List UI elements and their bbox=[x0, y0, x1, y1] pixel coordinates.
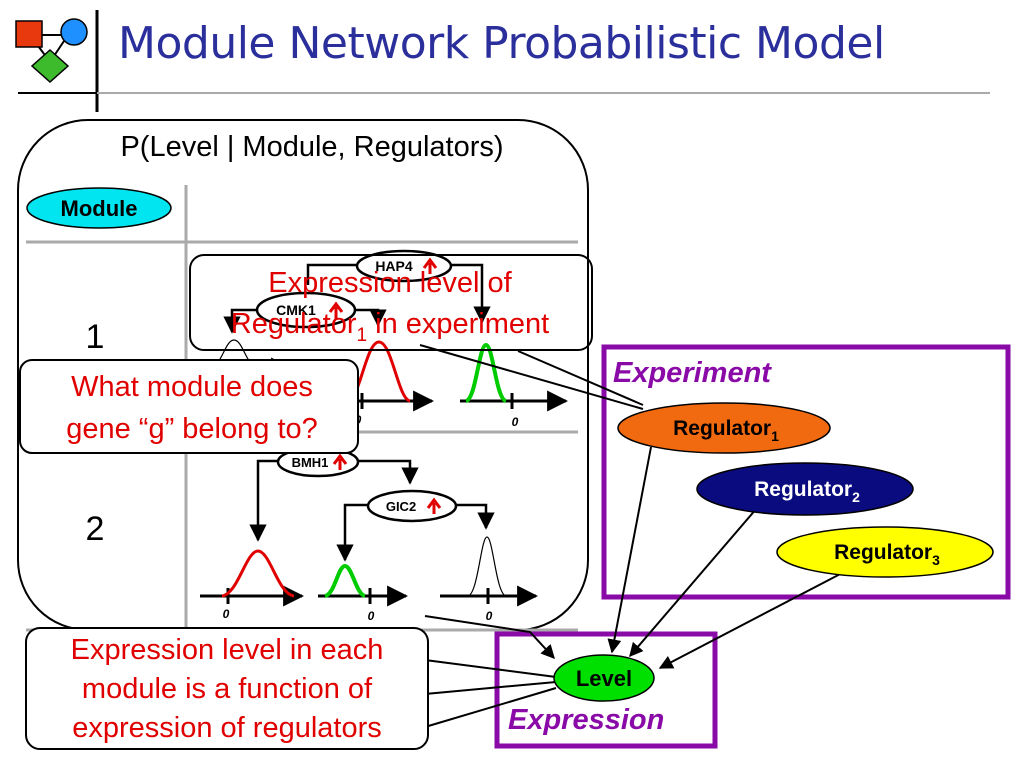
svg-text:expression of regulators: expression of regulators bbox=[72, 712, 382, 744]
gene-label-hap4: HAP4 bbox=[375, 258, 413, 274]
gene-node-bmh1: BMH1 bbox=[276, 446, 360, 478]
gene-node-hap4: HAP4 bbox=[355, 249, 453, 283]
title-rules bbox=[18, 10, 990, 112]
regulator-3-label: Regulator3 bbox=[834, 541, 940, 568]
svg-text:0: 0 bbox=[512, 415, 519, 429]
up-arrow-icon bbox=[422, 257, 438, 274]
module-row-1-label: 1 bbox=[86, 318, 105, 356]
module-header-label: Module bbox=[61, 196, 138, 221]
svg-text:0: 0 bbox=[223, 607, 230, 621]
up-arrow-icon bbox=[426, 497, 442, 514]
formula-label: P(Level | Module, Regulators) bbox=[120, 131, 503, 163]
logo-icon bbox=[15, 18, 88, 84]
svg-text:Expression level in each: Expression level in each bbox=[71, 634, 384, 666]
svg-text:What module does: What module does bbox=[71, 371, 313, 403]
regulator-3-node: Regulator3 bbox=[776, 526, 994, 578]
slide-title: Module Network Probabilistic Model bbox=[118, 18, 885, 69]
svg-text:Expression level of: Expression level of bbox=[268, 267, 512, 299]
edges-to-level bbox=[419, 344, 847, 728]
svg-text:0: 0 bbox=[368, 609, 375, 623]
expression-label: Expression bbox=[508, 704, 664, 736]
gene-label-cmk1: CMK1 bbox=[276, 302, 316, 318]
module-row-2-label: 2 bbox=[86, 510, 105, 548]
svg-text:0: 0 bbox=[486, 609, 493, 623]
svg-text:module is a function of: module is a function of bbox=[82, 673, 373, 705]
svg-text:Regulator1 in experiment: Regulator1 in experiment bbox=[231, 308, 549, 346]
callout-level-function: Expression level in each module is a fun… bbox=[25, 627, 429, 750]
up-arrow-icon bbox=[328, 301, 344, 319]
gene-label-bmh1: BMH1 bbox=[292, 455, 329, 470]
up-arrow-icon bbox=[332, 453, 348, 470]
module-2-distributions: 0 0 0 bbox=[200, 536, 539, 623]
regulator-2-label: Regulator2 bbox=[754, 478, 860, 505]
callout-regulator-expression: Expression level of Regulator1 in experi… bbox=[189, 254, 593, 351]
regulator-1-node: Regulator1 bbox=[617, 402, 831, 454]
gene-node-cmk1: CMK1 bbox=[255, 291, 357, 329]
callout-module-question: What module does gene “g” belong to? bbox=[19, 359, 359, 454]
level-node: Level bbox=[553, 654, 655, 702]
gene-label-gic2: GIC2 bbox=[386, 499, 416, 514]
regulator-2-node: Regulator2 bbox=[696, 462, 914, 516]
experiment-box bbox=[601, 344, 1011, 600]
svg-text:gene “g” belong to?: gene “g” belong to? bbox=[66, 413, 318, 445]
gene-node-gic2: GIC2 bbox=[366, 489, 458, 523]
module-header-oval bbox=[26, 187, 172, 229]
level-label: Level bbox=[576, 666, 632, 691]
expression-box bbox=[494, 631, 718, 749]
regulator-1-label: Regulator1 bbox=[673, 417, 779, 444]
module-2-tree bbox=[249, 459, 495, 562]
module-1-tree bbox=[223, 263, 491, 334]
experiment-label: Experiment bbox=[613, 357, 772, 389]
